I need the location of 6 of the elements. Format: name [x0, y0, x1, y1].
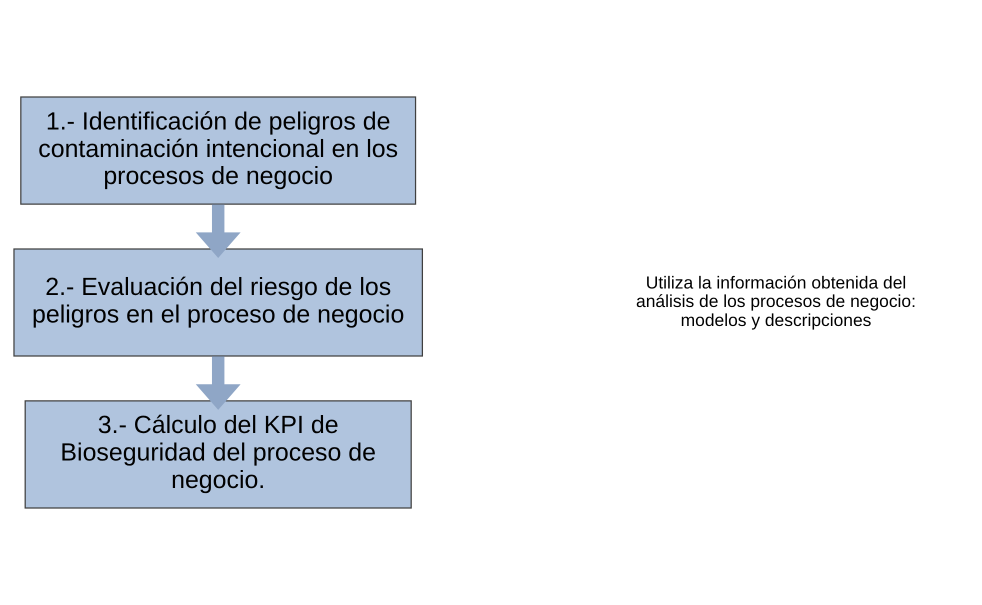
node-box: 2.- Evaluación del riesgo de los peligros en el proceso de negocio — [12, 248, 423, 357]
node-box: 1.- Identificación de peligros de contaminación intencional en los procesos de negocio — [20, 96, 416, 205]
arrow — [195, 356, 240, 410]
label: Utiliza la información obtenida del análisis de los procesos de negocio: modelos y descripciones — [636, 272, 916, 330]
node-box: 3.- Cálculo del KPI de Bioseguridad del proceso de negocio. — [24, 400, 412, 509]
arrow — [195, 204, 240, 258]
